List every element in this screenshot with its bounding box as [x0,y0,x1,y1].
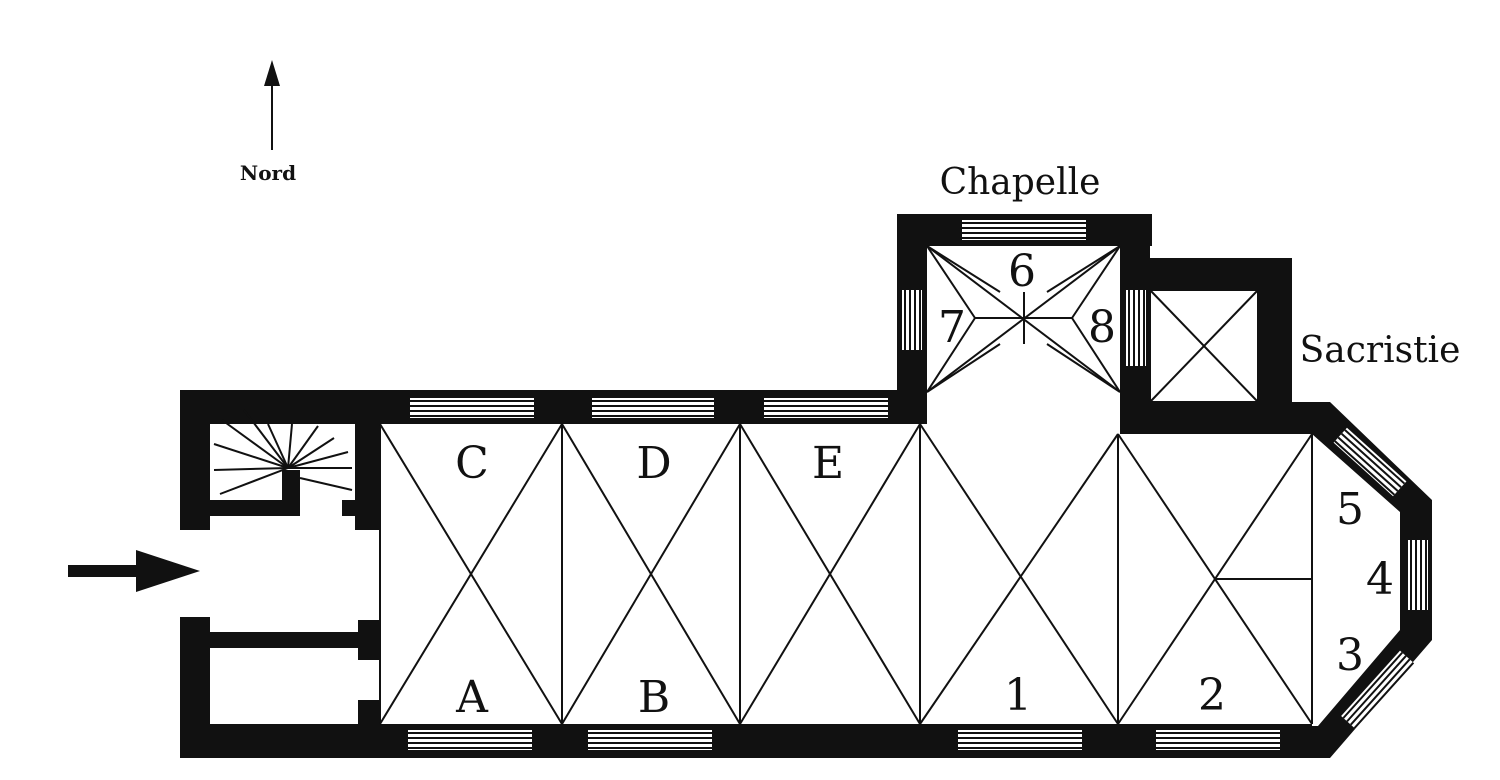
window-apse-southeast [1341,650,1415,730]
bay-label-3: 3 [1336,630,1364,681]
north-label: Nord [240,161,296,185]
sacristy-label: Sacristie [1300,330,1461,371]
window-north-1 [410,398,534,418]
windows [408,220,1428,750]
window-south-1 [408,730,532,750]
walls [180,214,1432,758]
bay-label-B: B [638,672,670,723]
bay-label-6: 6 [1008,246,1036,297]
bay-label-2: 2 [1198,670,1226,721]
window-chapel-east [1126,290,1146,366]
bay-label-4: 4 [1366,554,1394,605]
chapel-label: Chapelle [940,162,1101,203]
bay-label-7: 7 [938,302,966,353]
window-south-2 [588,730,712,750]
window-apse-east [1408,540,1428,610]
north-arrow [264,60,280,150]
bay-label-5: 5 [1336,484,1364,535]
bay-label-A: A [455,672,489,723]
bay-label-E: E [812,438,844,489]
bay-label-C: C [455,438,489,489]
window-north-2 [592,398,714,418]
window-chapel-north [962,220,1086,240]
vault-ribs [213,245,1313,725]
window-chapel-west [902,290,922,350]
window-south-4 [1156,730,1280,750]
window-south-3 [958,730,1082,750]
window-apse-northeast [1333,427,1407,497]
bay-label-D: D [636,438,671,489]
bay-label-8: 8 [1088,302,1116,353]
entrance-arrow-icon [68,550,200,592]
bay-label-1: 1 [1004,670,1032,721]
window-north-3 [764,398,888,418]
